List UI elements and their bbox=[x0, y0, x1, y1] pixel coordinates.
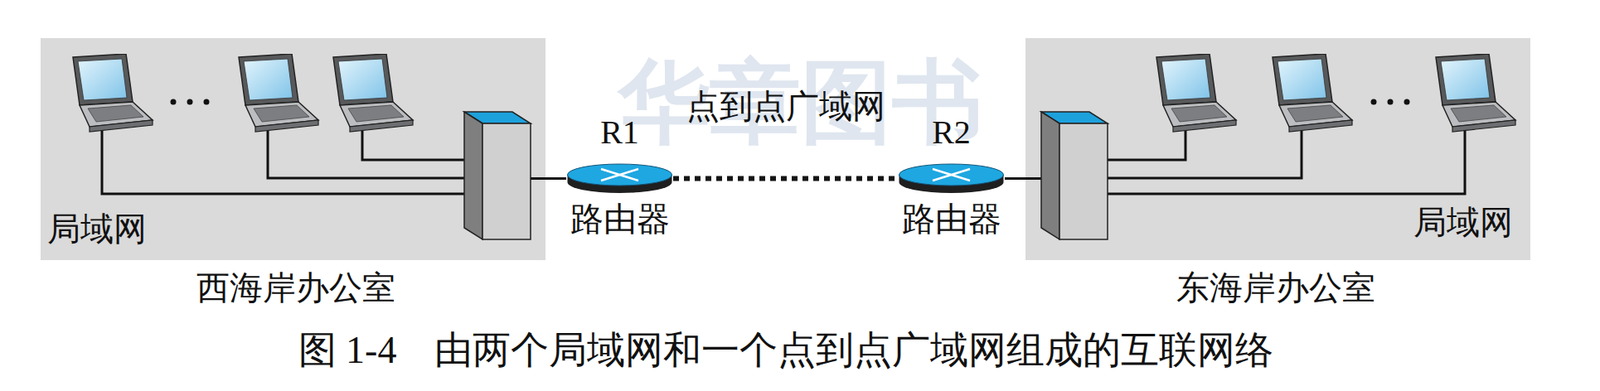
lan-wire bbox=[362, 130, 465, 160]
router-id: R1 bbox=[600, 113, 640, 152]
lan-label: 局域网 bbox=[47, 210, 147, 249]
ellipsis-dot bbox=[1404, 99, 1411, 106]
router-cross bbox=[932, 169, 970, 181]
router-icon bbox=[897, 163, 1005, 194]
laptop-icon bbox=[1435, 53, 1516, 132]
lan-wire bbox=[1107, 130, 1186, 160]
router-cross bbox=[601, 169, 639, 181]
uplink-wire bbox=[530, 177, 546, 180]
office-lan-panel: 局域网东海岸办公室 bbox=[1025, 38, 1531, 261]
router-top bbox=[567, 164, 673, 186]
lan-label: 局域网 bbox=[1413, 203, 1513, 243]
lan-wire bbox=[101, 130, 465, 194]
ellipsis-dot bbox=[1387, 99, 1394, 106]
ellipsis-dot bbox=[1371, 99, 1377, 106]
switch-icon bbox=[464, 111, 531, 240]
laptop-icon bbox=[1272, 53, 1353, 132]
laptop-icon bbox=[238, 53, 319, 132]
figure-caption: 图 1-4 由两个局域网和一个点到点广域网组成的互联网络 bbox=[298, 329, 1275, 374]
switch-icon bbox=[1041, 111, 1108, 240]
router-top bbox=[899, 164, 1004, 186]
uplink-wire bbox=[1025, 177, 1042, 180]
router-icon bbox=[566, 163, 674, 194]
ellipsis-dot bbox=[187, 99, 194, 106]
office-name: 东海岸办公室 bbox=[1176, 269, 1376, 308]
wan-link bbox=[673, 176, 898, 182]
laptop-icon bbox=[333, 53, 413, 132]
device-type: 路由器 bbox=[570, 200, 670, 239]
device-type: 路由器 bbox=[901, 200, 1002, 239]
laptop-icon bbox=[72, 53, 153, 132]
lan-wire bbox=[267, 130, 465, 179]
ellipsis-dot bbox=[170, 99, 177, 106]
laptop-icon bbox=[1156, 53, 1237, 132]
router-node: R2路由器 bbox=[897, 163, 1005, 194]
lan-uplink bbox=[1004, 177, 1026, 180]
lan-wire bbox=[1107, 130, 1465, 194]
lan-wire bbox=[1107, 130, 1302, 179]
link-label: 点到点广域网 bbox=[686, 87, 886, 127]
ellipsis-dot bbox=[203, 99, 210, 106]
lan-uplink bbox=[545, 177, 567, 180]
router-id: R2 bbox=[931, 113, 971, 152]
office-name: 西海岸办公室 bbox=[196, 269, 396, 308]
office-lan-panel: 局域网西海岸办公室 bbox=[40, 38, 546, 261]
router-node: R1路由器 bbox=[566, 163, 674, 194]
